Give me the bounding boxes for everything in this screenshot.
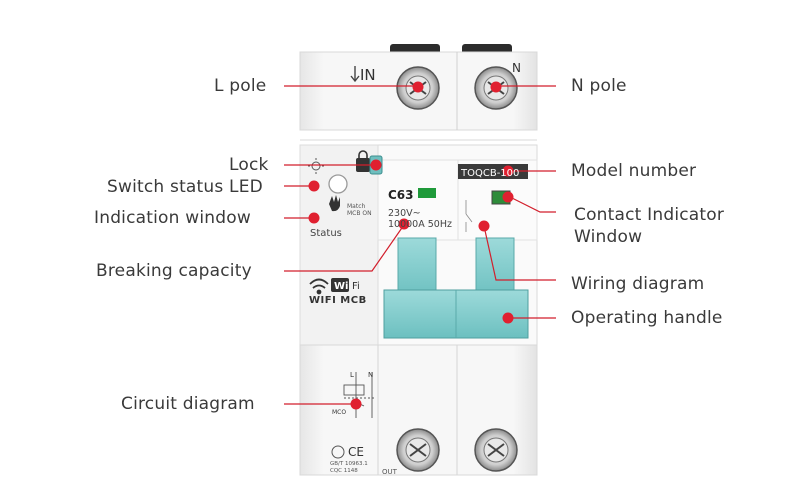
dot-n-pole — [490, 81, 502, 93]
ce-mark: CE — [348, 445, 364, 459]
dot-wiring-diagram — [478, 220, 490, 232]
rating-text: C63 — [388, 188, 414, 202]
voltage-text: 230V~ — [388, 208, 421, 219]
handle-post-left — [397, 237, 437, 299]
dot-indication-window — [308, 212, 320, 224]
dot-model-number — [502, 165, 514, 177]
n-label: N — [512, 61, 521, 75]
diagram-n-text: N — [368, 371, 373, 379]
label-n-pole: N pole — [571, 76, 627, 96]
standard-1: GB/T 10963.1 — [330, 461, 368, 467]
dot-circuit-diagram — [350, 398, 362, 410]
match-text: Match — [347, 203, 366, 210]
leader-lines — [284, 85, 556, 405]
label-switch-status-led: Switch status LED — [107, 177, 263, 197]
status-led — [328, 174, 348, 194]
wifi-badge-text: Wi — [334, 281, 348, 292]
label-wiring-diagram: Wiring diagram — [571, 274, 705, 294]
in-label: IN — [360, 66, 376, 84]
handle-post-right — [475, 237, 515, 299]
dot-status-led — [308, 180, 320, 192]
wifi-fi-text: Fi — [352, 281, 360, 292]
label-lock: Lock — [229, 155, 269, 175]
green-indicator — [418, 188, 436, 198]
callout-dots — [308, 81, 514, 410]
label-l-pole: L pole — [214, 76, 267, 96]
hand-icon — [329, 195, 340, 212]
wifi-mcb-text: WIFI MCB — [309, 295, 367, 306]
dot-l-pole — [412, 81, 424, 93]
label-model-number: Model number — [571, 161, 697, 181]
label-contact-indicator: Contact Indicator — [574, 205, 725, 225]
mcb-on-text: MCB ON — [347, 210, 372, 217]
sun-icon — [308, 158, 324, 174]
cert-badge — [331, 445, 345, 459]
out-label: OUT — [382, 468, 398, 476]
model-text: TOQCB-100 — [460, 168, 519, 179]
label-operating-handle: Operating handle — [571, 308, 723, 328]
capacity-text: 10000A 50Hz — [388, 219, 452, 230]
diagram-l-text: L — [350, 371, 354, 379]
label-circuit-diagram: Circuit diagram — [121, 394, 255, 414]
diagram-mco-text: MCO — [332, 409, 346, 416]
wifi-icon — [309, 278, 329, 295]
label-breaking-capacity: Breaking capacity — [96, 261, 252, 281]
label-indication-window: Indication window — [94, 208, 251, 228]
status-text: Status — [310, 228, 342, 239]
dot-lock — [370, 159, 382, 171]
dot-operating-handle — [502, 312, 514, 324]
wiring-diagram-mark — [465, 200, 473, 232]
dot-contact-window — [502, 191, 514, 203]
label-contact-indicator-window: Window — [574, 227, 643, 247]
standard-2: CQC 1148 — [330, 468, 358, 474]
dot-breaking-capacity — [398, 218, 410, 230]
